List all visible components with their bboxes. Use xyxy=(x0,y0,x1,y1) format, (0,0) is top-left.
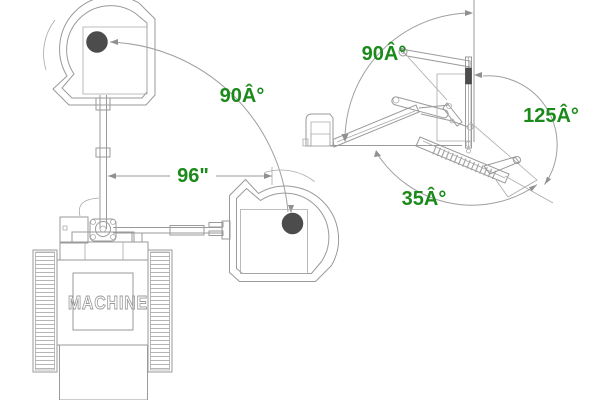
mower-head-side-position xyxy=(230,170,339,281)
side-boom-angle-label: 90Â° xyxy=(362,41,407,65)
top-swing-angle-label: 90Â° xyxy=(220,83,265,107)
head-b-pivot-dot xyxy=(282,213,303,234)
machine-chassis: MACHINE xyxy=(57,232,148,400)
head-raised-position xyxy=(399,48,472,153)
head-tilt-arc-35 xyxy=(374,150,537,205)
swing-arc-90 xyxy=(110,39,294,213)
mower-head-up-position xyxy=(44,0,155,105)
track-left xyxy=(33,250,57,372)
side-view xyxy=(303,0,557,205)
head-a-pivot-dot xyxy=(87,32,108,53)
side-head-down-angle-label: 125Â° xyxy=(523,103,579,127)
top-view: MACHINE xyxy=(33,0,339,400)
track-right xyxy=(148,250,172,372)
reach-dimension-label: 96" xyxy=(177,165,209,187)
machine-label: MACHINE xyxy=(68,293,148,313)
machine-label-plate xyxy=(73,273,133,330)
carrier-body xyxy=(303,114,333,146)
articulated-boom xyxy=(333,57,473,147)
head-lowered-position xyxy=(416,122,553,203)
side-head-tilt-angle-label: 35Â° xyxy=(402,186,447,210)
boom-lift-arc-90 xyxy=(341,10,473,142)
turret-pivot xyxy=(60,198,116,243)
boom-arm-horizontal xyxy=(113,221,230,242)
boom-arm-vertical xyxy=(96,95,110,229)
dimension-96-inch xyxy=(108,167,272,185)
head-rotation-arc-125 xyxy=(474,72,557,185)
